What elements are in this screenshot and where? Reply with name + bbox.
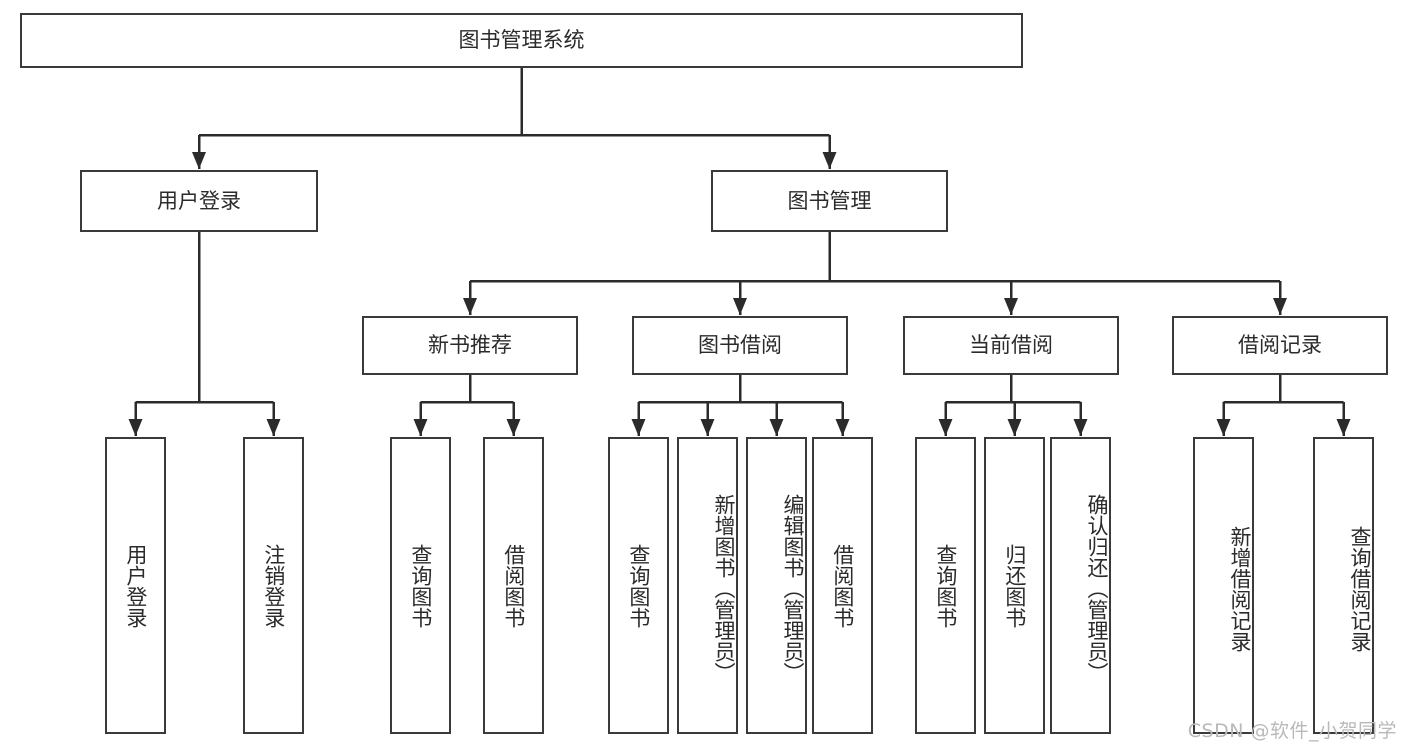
node-login[interactable]: 用户登录 bbox=[80, 170, 318, 232]
node-leaf-rec-query[interactable]: 查询借阅记录 bbox=[1313, 437, 1374, 734]
node-borrow[interactable]: 图书借阅 bbox=[632, 316, 848, 375]
node-label: 用户登录 bbox=[157, 188, 241, 213]
node-label: 用户登录 bbox=[123, 543, 148, 628]
node-label: 查询图书 bbox=[933, 543, 958, 628]
node-leaf-bw-add[interactable]: 新增图书（管理员） bbox=[677, 437, 738, 734]
node-record[interactable]: 借阅记录 bbox=[1172, 316, 1388, 375]
node-leaf-cur-confirm[interactable]: 确认归还（管理员） bbox=[1050, 437, 1111, 734]
node-label: 图书管理 bbox=[787, 188, 872, 213]
node-leaf-rec-add[interactable]: 新增借阅记录 bbox=[1193, 437, 1254, 734]
node-leaf-new-query[interactable]: 查询图书 bbox=[390, 437, 451, 734]
node-label: 新书推荐 bbox=[428, 333, 512, 358]
node-label: 查询图书 bbox=[408, 543, 433, 628]
node-bookmgmt[interactable]: 图书管理 bbox=[711, 170, 948, 232]
node-label: 借阅图书 bbox=[501, 543, 526, 628]
node-newbook[interactable]: 新书推荐 bbox=[362, 316, 578, 375]
node-current[interactable]: 当前借阅 bbox=[903, 316, 1119, 375]
node-leaf-user-login[interactable]: 用户登录 bbox=[105, 437, 166, 734]
node-label: 借阅记录 bbox=[1238, 333, 1322, 358]
node-label: 当前借阅 bbox=[969, 333, 1053, 358]
node-leaf-new-borrow[interactable]: 借阅图书 bbox=[483, 437, 544, 734]
node-label: 确认归还（管理员） bbox=[1085, 494, 1109, 683]
node-label: 注销登录 bbox=[261, 543, 286, 628]
node-label: 图书管理系统 bbox=[458, 28, 585, 53]
node-label: 归还图书 bbox=[1002, 543, 1027, 628]
node-leaf-cur-return[interactable]: 归还图书 bbox=[984, 437, 1045, 734]
node-label: 查询图书 bbox=[626, 543, 651, 628]
node-label: 查询借阅记录 bbox=[1348, 525, 1372, 652]
node-label: 编辑图书（管理员） bbox=[781, 494, 805, 683]
node-root[interactable]: 图书管理系统 bbox=[20, 13, 1023, 68]
node-leaf-user-logout[interactable]: 注销登录 bbox=[243, 437, 304, 734]
node-leaf-cur-query[interactable]: 查询图书 bbox=[915, 437, 976, 734]
node-label: 新增借阅记录 bbox=[1228, 525, 1252, 652]
node-label: 新增图书（管理员） bbox=[712, 494, 736, 683]
node-label: 图书借阅 bbox=[698, 333, 782, 358]
node-leaf-bw-borrow[interactable]: 借阅图书 bbox=[812, 437, 873, 734]
node-leaf-bw-edit[interactable]: 编辑图书（管理员） bbox=[746, 437, 807, 734]
watermark: CSDN @软件_小贺同学 bbox=[1187, 720, 1397, 742]
node-label: 借阅图书 bbox=[830, 543, 855, 628]
node-leaf-bw-query[interactable]: 查询图书 bbox=[608, 437, 669, 734]
